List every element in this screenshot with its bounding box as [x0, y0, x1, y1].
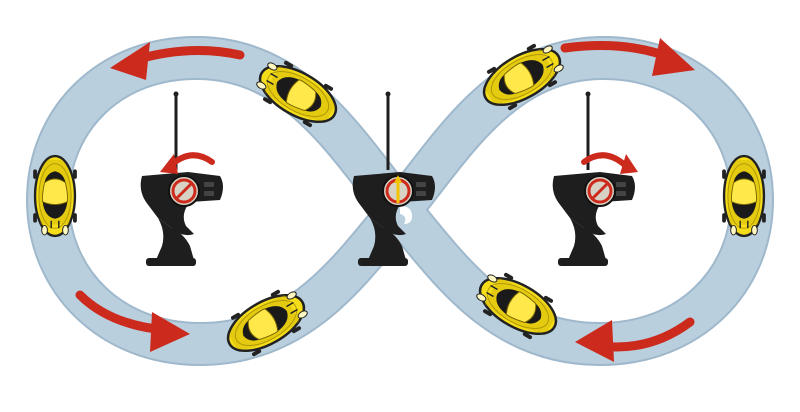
transmitter-left: [139, 90, 225, 268]
car-far-left: [31, 154, 79, 238]
steer-right-arrow-icon: [581, 152, 631, 171]
steering-wheel-icon: [583, 174, 617, 208]
transmitter-right: [551, 90, 638, 268]
arrow-bottom-left: [75, 290, 190, 352]
steering-wheel-neutral-icon: [382, 175, 414, 207]
arrow-top-right: [560, 38, 695, 76]
steering-wheel-icon: [167, 174, 201, 208]
direction-arrows: [75, 38, 695, 362]
arrow-top-left: [110, 42, 245, 80]
car-far-right: [720, 154, 768, 238]
transmitter-center: [351, 90, 437, 268]
arrow-bottom-right: [575, 317, 695, 362]
